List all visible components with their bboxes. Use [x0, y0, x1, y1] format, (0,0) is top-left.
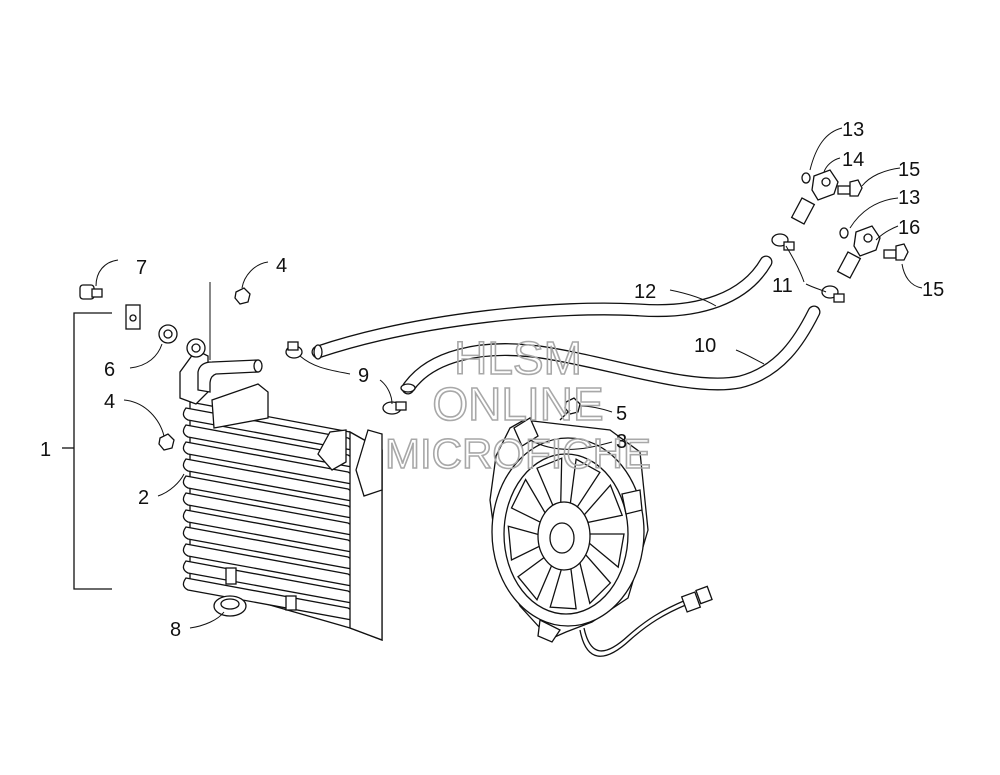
watermark-line3: MICROFICHE — [385, 430, 651, 477]
o-ring-13-lower — [839, 227, 849, 239]
callout-9: 9 — [358, 365, 369, 387]
oil-cooler — [179, 282, 383, 641]
clamp-11-upper — [771, 233, 795, 251]
callout-7: 7 — [136, 257, 147, 279]
callout-2: 2 — [138, 487, 149, 509]
nut-4-top — [234, 287, 251, 305]
callout-13-mid: 13 — [898, 187, 920, 209]
hose-10-end — [400, 383, 416, 393]
callouts: 1 2 3 4 4 5 6 7 8 9 10 11 12 13 13 14 15… — [40, 119, 944, 641]
callout-12: 12 — [634, 281, 656, 303]
callout-14: 14 — [842, 149, 864, 171]
fitting-16 — [836, 225, 881, 279]
clip — [125, 304, 141, 330]
callout-6: 6 — [104, 359, 115, 381]
clamp-9-upper — [285, 341, 303, 359]
o-ring-13-upper — [801, 172, 811, 184]
callout-8: 8 — [170, 619, 181, 641]
callout-15-bottom: 15 — [922, 279, 944, 301]
callout-10: 10 — [694, 335, 716, 357]
callout-3: 3 — [616, 431, 627, 453]
fitting-14 — [790, 169, 839, 225]
watermark-line1: HLSM — [454, 332, 582, 384]
hose-12 — [311, 255, 773, 359]
callout-5: 5 — [616, 403, 627, 425]
clamp-11-lower — [821, 285, 845, 303]
callout-16: 16 — [898, 217, 920, 239]
watermark-line2: ONLINE — [432, 378, 603, 430]
callout-1: 1 — [40, 439, 51, 461]
assembly-bracket — [62, 312, 112, 590]
grommet-8 — [213, 595, 247, 617]
fan-assembly — [489, 417, 713, 657]
callout-13-top: 13 — [842, 119, 864, 141]
callout-11: 11 — [772, 275, 793, 297]
bolt-5 — [559, 397, 581, 421]
callout-15-top: 15 — [898, 159, 920, 181]
hose-10 — [401, 305, 821, 395]
bolt-15-lower — [883, 243, 909, 261]
nut-4-left — [158, 433, 175, 451]
clamp-9-lower — [382, 401, 407, 415]
screw-7 — [79, 284, 103, 300]
hose-12-end — [313, 344, 323, 360]
bolt-15-upper — [837, 179, 863, 197]
watermark: HLSM ONLINE MICROFICHE — [384, 331, 652, 478]
grommet-6 — [158, 324, 178, 344]
callout-4-left: 4 — [104, 391, 115, 413]
callout-4-top: 4 — [276, 255, 287, 277]
leader-lines — [95, 127, 923, 629]
